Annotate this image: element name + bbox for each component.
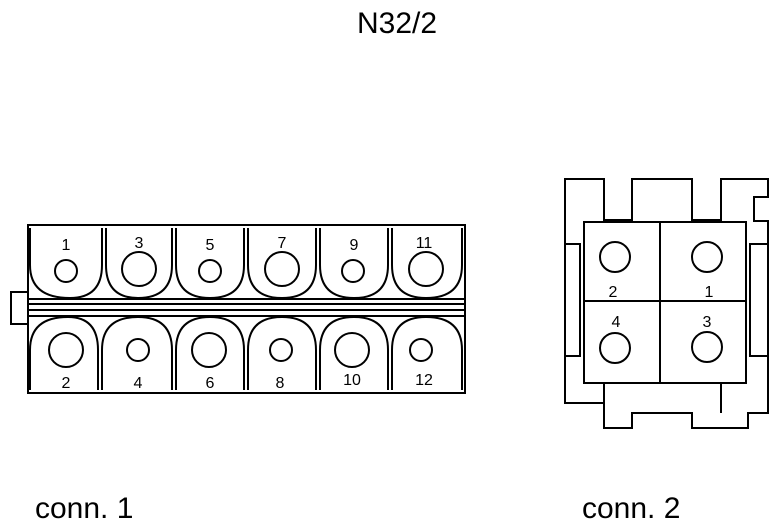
pin-hole-2	[48, 332, 84, 368]
cavity-11	[391, 228, 463, 300]
pin-hole-12	[409, 338, 433, 362]
cavity-1	[29, 228, 103, 300]
cavity-10	[319, 315, 389, 390]
pin-label: 3	[703, 314, 712, 331]
cavity-5	[175, 228, 245, 300]
diagram-title: N32/2	[357, 7, 437, 40]
pin-label: 7	[278, 235, 287, 252]
pin-label: 3	[135, 235, 144, 252]
pin-hole-c2-2	[599, 241, 631, 273]
pin-hole-c2-1	[691, 241, 723, 273]
connector-1-latch	[10, 291, 29, 325]
pin-label: 2	[62, 375, 71, 392]
pin-hole-3	[121, 251, 157, 287]
pin-hole-11	[408, 251, 444, 287]
pin-hole-9	[341, 259, 365, 283]
connector-2-housing	[564, 178, 769, 429]
connector-2-label: conn. 2	[582, 492, 680, 525]
pin-label: 1	[62, 237, 71, 254]
pin-hole-6	[191, 332, 227, 368]
pin-label: 8	[276, 375, 285, 392]
connector-2-pin-block	[583, 221, 747, 384]
pin-label: 10	[343, 372, 361, 389]
pin-label: 12	[415, 372, 433, 389]
pin-hole-1	[54, 259, 78, 283]
pin-hole-8	[269, 338, 293, 362]
pin-hole-4	[126, 338, 150, 362]
connector-1: 1 3 5 7 9 11 2 4 6 8 10 12	[10, 224, 466, 394]
connector-2-rail-left	[565, 243, 581, 357]
pin-label: 4	[134, 375, 143, 392]
cavity-3	[105, 228, 173, 300]
pin-hole-7	[264, 251, 300, 287]
pin-label: 6	[206, 375, 215, 392]
pin-hole-10	[334, 332, 370, 368]
pin-label: 2	[609, 284, 618, 301]
pin-hole-c2-4	[599, 332, 631, 364]
pin-hole-c2-3	[691, 331, 723, 363]
cavity-9	[319, 228, 389, 300]
cavity-7	[247, 228, 317, 300]
pin-label: 11	[416, 235, 433, 252]
pin-label: 1	[705, 284, 714, 301]
cavity-12	[391, 315, 463, 390]
pin-label: 5	[206, 237, 215, 254]
connector-2: 2 1 4 3	[564, 178, 769, 429]
cavity-8	[247, 315, 317, 390]
connector-1-label: conn. 1	[35, 492, 133, 525]
cavity-6	[175, 315, 245, 390]
pin-label: 9	[350, 237, 359, 254]
pin-label: 4	[612, 314, 621, 331]
cavity-2	[29, 315, 99, 390]
connector-2-rail-right	[749, 243, 768, 357]
pin-hole-5	[198, 259, 222, 283]
cavity-4	[101, 315, 173, 390]
